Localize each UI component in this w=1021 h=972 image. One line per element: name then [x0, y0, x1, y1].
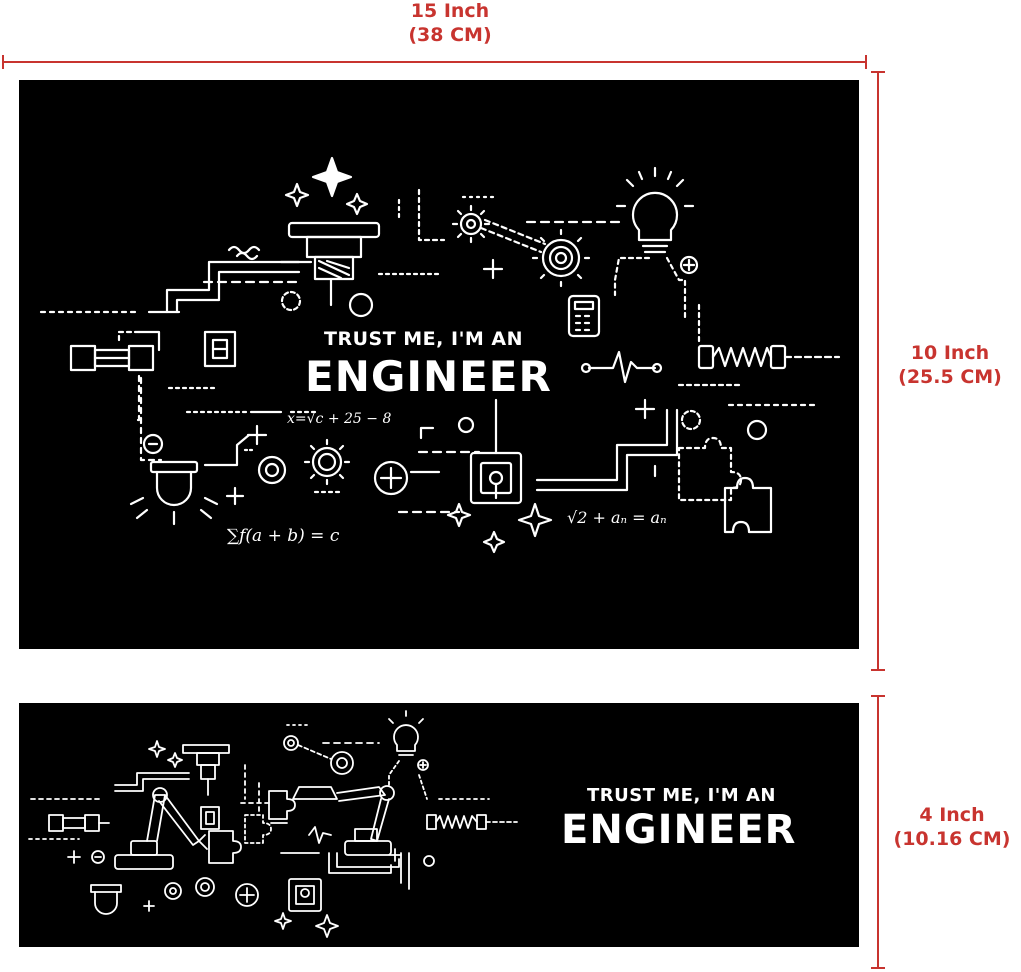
puzzle-icon: [244, 814, 272, 844]
plus-circle-icon: [417, 759, 429, 771]
small-height-dimension-label: 4 Inch (10.16 CM): [884, 804, 1020, 852]
plus-icon: [225, 486, 245, 506]
large-height-dimension-label: 10 Inch (25.5 CM): [880, 342, 1020, 390]
puzzle-icon: [677, 436, 773, 534]
plus-icon: [67, 850, 81, 864]
large-design-artwork: [39, 156, 841, 554]
gear-icon: [303, 438, 351, 486]
crosshair-icon: [235, 883, 259, 907]
small-design-artwork: [28, 710, 518, 938]
plus-icon: [246, 424, 268, 446]
toggle-switch-icon: [288, 878, 322, 912]
small-height-cm: (10.16 CM): [893, 827, 1011, 850]
width-dimension-label: 15 Inch (38 CM): [375, 0, 525, 48]
gear-icon: [283, 735, 299, 751]
gear-icon: [195, 877, 215, 897]
plus-circle-icon: [679, 255, 699, 275]
spring-icon: [697, 344, 787, 370]
crane-icon: [292, 785, 395, 856]
toggle-switch-icon: [469, 451, 523, 505]
gear-icon: [531, 228, 591, 288]
width-cm: (38 CM): [408, 23, 492, 46]
sparkle-icon: [167, 752, 183, 768]
spring-icon: [426, 814, 437, 830]
calculator-icon: [567, 294, 601, 338]
robot-arm-icon: [114, 787, 208, 870]
width-inch: 15 Inch: [410, 0, 490, 22]
sparkle-icon: [315, 914, 339, 938]
puzzle-icon: [208, 830, 242, 864]
lamp-icon: [129, 460, 219, 526]
sparkle-icon: [274, 912, 292, 930]
sparkle-icon: [345, 192, 369, 216]
plus-icon: [634, 398, 656, 420]
gear-icon: [330, 751, 354, 775]
switch-icon: [203, 330, 237, 368]
sparkle-icon: [446, 502, 472, 528]
large-height-cm: (25.5 CM): [898, 365, 1002, 388]
formula-seq: √2 + aₙ = aₙ: [567, 508, 667, 527]
sparkle-icon: [148, 740, 166, 758]
large-slogan-bottom: ENGINEER: [305, 352, 552, 401]
formula-root: x=√c + 25 − 8: [287, 411, 392, 427]
ring-icon: [257, 455, 287, 485]
sparkle-icon: [482, 530, 506, 554]
large-height-inch: 10 Inch: [910, 342, 990, 364]
plus-icon: [143, 900, 155, 912]
large-design-panel: TRUST ME, I'M AN ENGINEER x=√c + 25 − 8 …: [19, 80, 859, 649]
plus-icon: [482, 258, 504, 280]
sparkle-icon: [284, 182, 310, 208]
large-slogan-top: TRUST ME, I'M AN: [324, 328, 524, 350]
formula-sum: ∑f(a + b) = c: [227, 526, 340, 546]
sparkle-icon: [311, 156, 353, 198]
small-slogan-top: TRUST ME, I'M AN: [587, 785, 776, 806]
lightbulb-icon: [615, 166, 695, 254]
pulse-line: [587, 350, 657, 384]
small-height-inch: 4 Inch: [919, 804, 985, 826]
small-design-panel: TRUST ME, I'M AN ENGINEER: [19, 703, 859, 947]
lightbulb-icon: [388, 710, 424, 756]
sparkle-icon: [517, 502, 553, 538]
gear-icon: [451, 204, 491, 244]
small-slogan-bottom: ENGINEER: [561, 807, 797, 853]
plus-icon: [388, 848, 402, 862]
crosshair-icon: [373, 460, 409, 496]
press-head: [287, 221, 381, 239]
fuse-icon: [69, 344, 155, 372]
